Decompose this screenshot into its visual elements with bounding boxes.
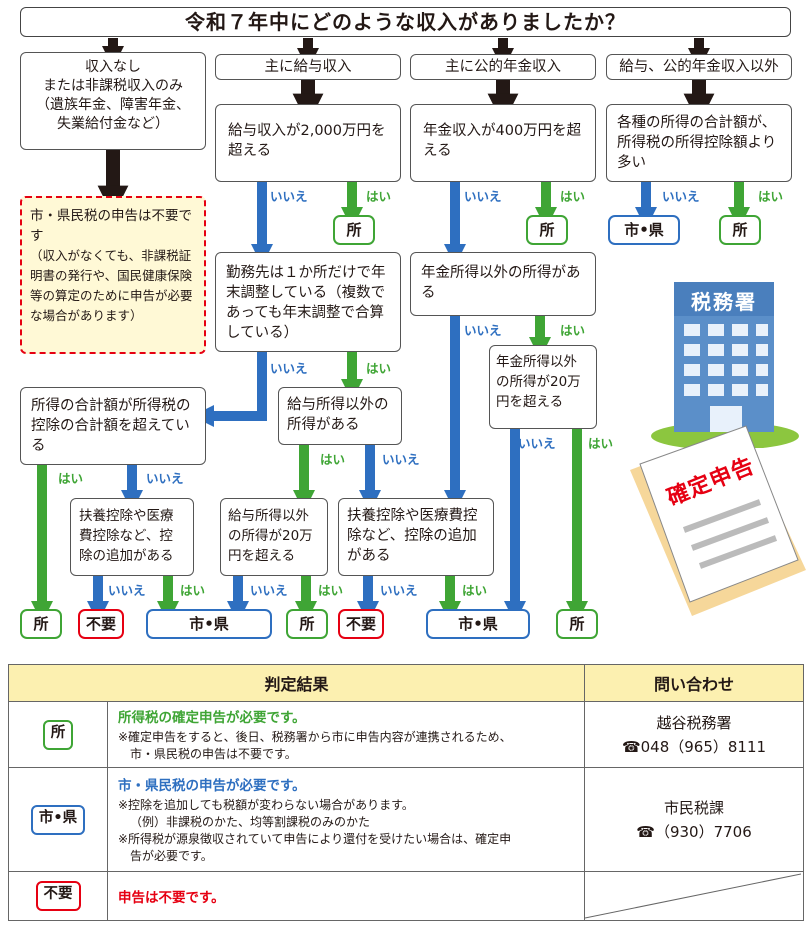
result-municipal-badge: 市•県 — [608, 215, 680, 245]
label-no: いいえ — [464, 189, 502, 204]
label-yes: はい — [320, 452, 346, 467]
question-add-deduction-2: 扶養控除や医療費控除など、控除の追加がある — [338, 498, 494, 576]
label-no: いいえ — [662, 189, 700, 204]
label-yes: はい — [588, 436, 614, 451]
label-yes: はい — [462, 583, 488, 598]
label-no: いいえ — [380, 583, 418, 598]
question-pension-over-4m: 年金収入が400万円を超える — [410, 104, 596, 182]
label-no: いいえ — [270, 189, 308, 204]
question-pension-other-over-200k: 年金所得以外の所得が20万円を超える — [489, 345, 597, 429]
building-sign: 税務署 — [691, 290, 757, 314]
result-income-tax-badge: 所 — [526, 215, 568, 245]
question-total-over-deduction: 所得の合計額が所得税の控除の合計額を超えている — [20, 387, 206, 465]
document-icon — [630, 425, 806, 616]
label-yes: はい — [180, 583, 206, 598]
result-income-tax-badge: 所 — [719, 215, 761, 245]
category-other-income: 給与、公的年金収入以外 — [606, 54, 792, 80]
result-income-tax-badge: 所 — [20, 609, 62, 639]
tax-return-document-illustration: 確定申告 — [620, 420, 810, 630]
question-year-end-adjustment: 勤務先は１か所だけで年末調整している（複数であっても年末調整で合算している） — [215, 252, 401, 352]
label-no: いいえ — [146, 471, 184, 486]
question-other-than-pension: 年金所得以外の所得がある — [410, 252, 596, 316]
row-headline: 所得税の確定申告が必要です。 — [118, 710, 306, 726]
table-badge-municipal: 市•県 — [30, 804, 86, 835]
result-municipal-badge: 市•県 — [146, 609, 272, 639]
result-income-tax-badge: 所 — [556, 609, 598, 639]
result-income-tax-badge: 所 — [333, 215, 375, 245]
flow-arrows — [31, 38, 751, 623]
result-not-required-badge: 不要 — [78, 609, 124, 639]
contact-name: 市民税課 — [663, 798, 724, 817]
row-headline: 申告は不要です。 — [118, 890, 225, 906]
row-detail: （例）非課税のかた、均等割課税のみのかた — [130, 815, 371, 829]
label-yes: はい — [366, 189, 392, 204]
category-salary: 主に給与収入 — [215, 54, 401, 80]
label-yes: はい — [560, 323, 586, 338]
row-detail: ※確定申告をすると、後日、税務署から市に申告内容が連携されるため、 — [118, 730, 512, 744]
table-badge-not-required: 不要 — [35, 881, 81, 911]
header-contact: 問い合わせ — [584, 664, 804, 702]
category-no-income: 収入なし または非課税収入のみ （遺族年金、障害年金、 失業給付金など） — [20, 52, 206, 150]
label-no: いいえ — [250, 583, 288, 598]
phone-icon: ☎ — [621, 737, 641, 756]
question-add-deduction-1: 扶養控除や医療費控除など、控除の追加がある — [70, 498, 194, 576]
label-no: いいえ — [464, 323, 502, 338]
label-yes: はい — [560, 189, 586, 204]
empty-contact-cell — [584, 871, 804, 921]
no-filing-note: 市・県民税の申告は不要です （収入がなくても、非課税証明書の発行や、国民健康保険… — [20, 196, 206, 354]
row-headline: 市・県民税の申告が必要です。 — [118, 778, 306, 794]
question-other-than-salary: 給与所得以外の所得がある — [278, 387, 402, 445]
note-main: 市・県民税の申告は不要です — [30, 208, 192, 244]
label-yes: はい — [318, 583, 344, 598]
row-detail: 告が必要です。 — [130, 849, 213, 863]
result-not-required-badge: 不要 — [338, 609, 384, 639]
flow-arrow — [192, 352, 267, 428]
label-yes: はい — [366, 361, 392, 376]
page-title: 令和７年中にどのような収入がありましたか？ — [20, 7, 791, 37]
note-detail: （収入がなくても、非課税証明書の発行や、国民健康保険等の算定のために申告が必要な… — [30, 248, 193, 323]
result-municipal-badge: 市•県 — [426, 609, 530, 639]
row-detail: ※控除を追加しても税額が変わらない場合があります。 — [118, 798, 414, 812]
question-salary-over-20m: 給与収入が2,000万円を超える — [215, 104, 401, 182]
header-result: 判定結果 — [8, 664, 585, 702]
row-detail: 市・県民税の申告は不要です。 — [130, 747, 297, 761]
label-no: いいえ — [382, 452, 420, 467]
result-income-tax-badge: 所 — [286, 609, 328, 639]
category-pension: 主に公的年金収入 — [410, 54, 596, 80]
label-yes: はい — [758, 189, 784, 204]
table-badge-income-tax: 所 — [42, 719, 74, 750]
label-no: いいえ — [518, 436, 556, 451]
result-table: 判定結果 問い合わせ 所 所得税の確定申告が必要です。 ※確定申告をすると、後日… — [8, 664, 804, 921]
contact-phone: 048（965）8111 — [640, 737, 767, 756]
label-yes: はい — [58, 471, 84, 486]
contact-name: 越谷税務署 — [656, 713, 732, 732]
question-other-income-over-200k: 給与所得以外の所得が20万円を超える — [220, 498, 328, 576]
phone-icon: ☎ — [636, 822, 655, 841]
question-income-over-deduction: 各種の所得の合計額が、所得税の所得控除額より多い — [606, 104, 792, 182]
label-no: いいえ — [108, 583, 146, 598]
row-detail: ※所得税が源泉徴収されていて申告により還付を受けたい場合は、確定申 — [118, 832, 512, 846]
label-no: いいえ — [270, 361, 308, 376]
contact-phone: （930）7706 — [654, 822, 752, 841]
